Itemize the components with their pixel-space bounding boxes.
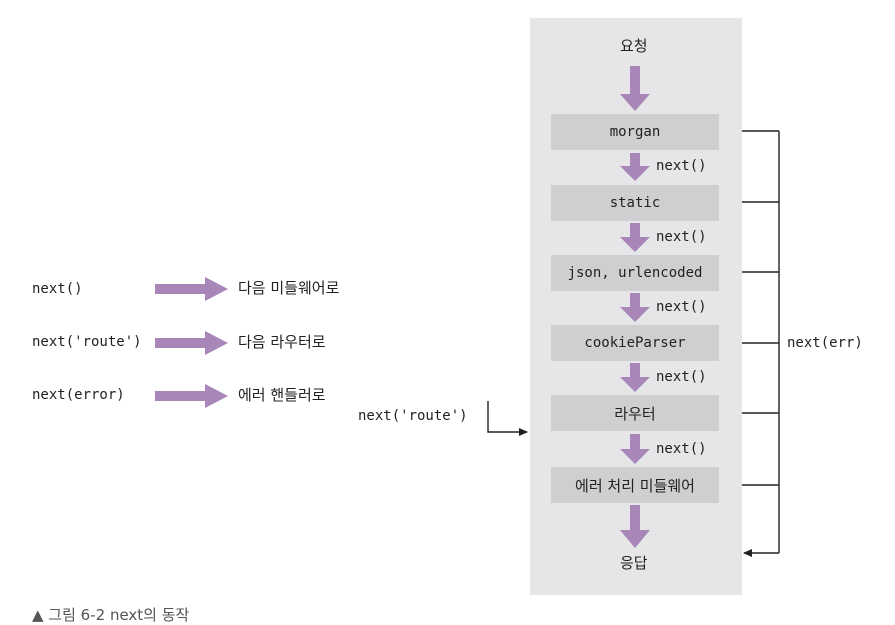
box-json-urlencoded: json, urlencoded [551,255,719,291]
request-label: 요청 [620,37,648,55]
flow-arrow-response [620,505,650,548]
box-error-handler: 에러 처리 미들웨어 [551,467,719,503]
next-label-1: next() [656,158,707,174]
legend-call-next-route: next('route') [32,334,142,350]
next-route-skip-label: next('route') [358,408,468,424]
legend-call-next: next() [32,281,83,297]
legend-call-next-error: next(error) [32,387,125,403]
flow-arrow-2 [620,223,650,252]
flow-arrow-4 [620,363,650,392]
legend-arrow-2 [155,331,228,355]
legend-arrow-3 [155,384,228,408]
next-label-5: next() [656,441,707,457]
flow-arrow-3 [620,293,650,322]
box-morgan: morgan [551,114,719,150]
box-error-handler-label: 에러 처리 미들웨어 [575,476,695,495]
box-static: static [551,185,719,221]
box-cookieparser: cookieParser [551,325,719,361]
box-static-label: static [609,195,661,211]
legend-meaning-next-middleware: 다음 미들웨어로 [238,279,340,297]
figure-caption: ▲ 그림 6-2 next의 동작 [32,606,190,624]
box-router-label: 라우터 [614,404,656,423]
legend-arrow-1 [155,277,228,301]
response-label: 응답 [620,554,648,572]
flow-arrow-request [620,66,650,111]
box-router: 라우터 [551,395,719,431]
flow-arrow-5 [620,434,650,464]
next-label-3: next() [656,299,707,315]
next-label-2: next() [656,229,707,245]
flow-arrow-1 [620,153,650,181]
legend-meaning-error-handler: 에러 핸들러로 [238,386,326,404]
next-err-label: next(err) [787,335,863,351]
legend-meaning-next-router: 다음 라우터로 [238,333,326,351]
next-label-4: next() [656,369,707,385]
box-morgan-label: morgan [609,124,661,140]
route-skip-arrow [487,401,528,436]
box-json-urlencoded-label: json, urlencoded [567,265,703,281]
box-cookieparser-label: cookieParser [584,335,686,351]
